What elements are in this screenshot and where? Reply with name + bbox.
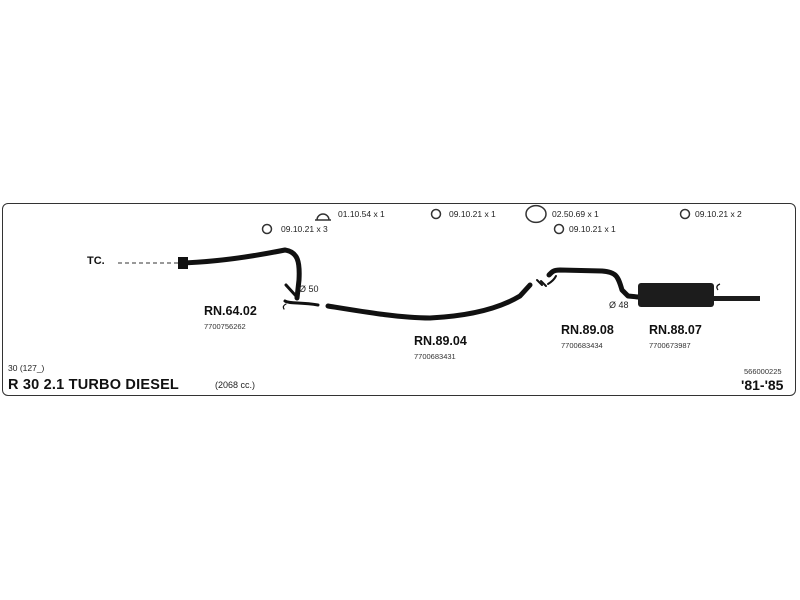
intermediate-pipe [325,279,547,321]
clamp-icon [525,204,547,224]
model-years: '81-'85 [741,377,784,393]
part-number: 7700683434 [561,341,603,350]
ring-icon [553,223,565,235]
part-number: 7700673987 [649,341,691,350]
engine-displacement: (2068 cc.) [215,380,256,390]
front-pipe [178,247,320,310]
clamp-icon [315,213,331,221]
part-number: 7700756262 [204,322,246,331]
rear-pipe [546,267,641,300]
ring-icon [430,208,442,220]
ring-icon [679,208,691,220]
accessory-label: 09.10.21 x 2 [695,209,742,219]
rear-silencer [638,283,760,307]
part-code: RN.89.08 [561,323,614,337]
ring-icon [261,223,273,235]
part-number: 7700683431 [414,352,456,361]
accessory-label: 01.10.54 x 1 [338,209,385,219]
diameter-label: Ø 50 [299,284,319,294]
accessory-label: 09.10.21 x 1 [569,224,616,234]
accessory-label: 09.10.21 x 1 [449,209,496,219]
diameter-label: Ø 48 [609,300,629,310]
accessory-label: 02.50.69 x 1 [552,209,599,219]
accessory-label: 09.10.21 x 3 [281,224,328,234]
part-code: RN.64.02 [204,304,257,318]
vehicle-title: R 30 2.1 TURBO DIESEL [8,377,179,393]
catalog-number: 566000225 [744,367,782,376]
model-code: 30 (127_) [8,363,45,373]
part-code: RN.89.04 [414,334,467,348]
part-code: RN.88.07 [649,323,702,337]
connection-label: TC. [87,255,105,267]
